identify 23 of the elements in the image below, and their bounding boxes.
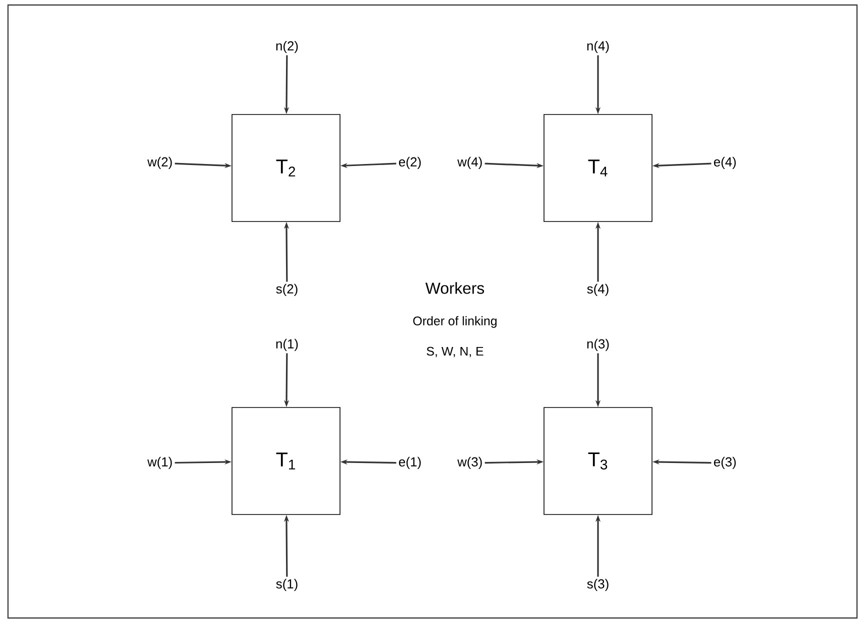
port-label: w(2) — [147, 156, 172, 170]
task-box: T$_{2}$ — [232, 114, 340, 222]
task-box: T$_{1}$ — [232, 407, 340, 515]
task-box: T$_{4}$ — [544, 114, 652, 222]
task-box: T$_{3}$ — [544, 407, 652, 515]
annotation-text: S, W, N, E — [426, 346, 484, 358]
port-label: e(2) — [399, 156, 421, 170]
port-label: e(1) — [399, 456, 421, 470]
port-label: w(4) — [457, 156, 482, 170]
port-label: s(2) — [276, 284, 298, 296]
port-label: n(3) — [587, 338, 609, 352]
port-label: n(4) — [587, 40, 609, 54]
annotation-text: Order of linking — [413, 316, 497, 328]
port-label: n(2) — [276, 40, 298, 54]
port-label: s(3) — [587, 578, 608, 592]
port-label: w(3) — [457, 456, 482, 470]
port-label: s(1) — [276, 578, 298, 592]
port-label: e(3) — [714, 456, 736, 470]
port-label: w(1) — [147, 456, 172, 470]
annotation-text: Workers — [425, 282, 484, 294]
port-label: s(4) — [587, 284, 608, 296]
port-label: n(1) — [276, 338, 298, 352]
port-label: e(4) — [714, 156, 736, 170]
